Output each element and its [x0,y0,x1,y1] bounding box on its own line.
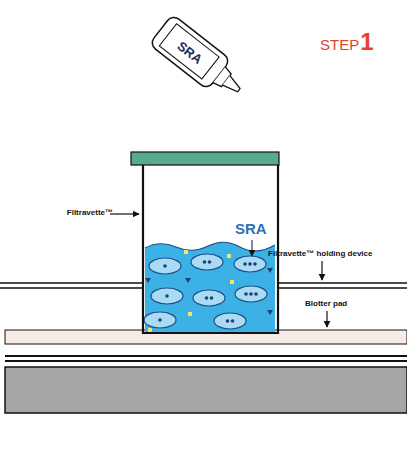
reagent-label: SRA [235,220,267,237]
bottle-outline [148,13,256,110]
step-number: 1 [360,28,373,56]
base-block [5,367,407,413]
dropper-bottle: SRA [148,13,233,91]
leader-line [251,240,252,256]
step-word: STEP [320,36,359,53]
leader-line [110,213,139,214]
base-line [5,355,407,357]
base-line [5,360,407,362]
leader-line [321,261,322,280]
filtravette-lid [131,152,279,165]
leader-line [326,311,327,327]
part-name: Blotter pad [305,299,347,308]
liquid-surface [145,242,275,251]
liquid [145,242,275,332]
part-name: Filtravette™ [67,208,113,217]
filtravette-cup: SRA [142,165,279,334]
part-name: Filtravette™ holding device [268,249,372,258]
cells [144,250,273,332]
